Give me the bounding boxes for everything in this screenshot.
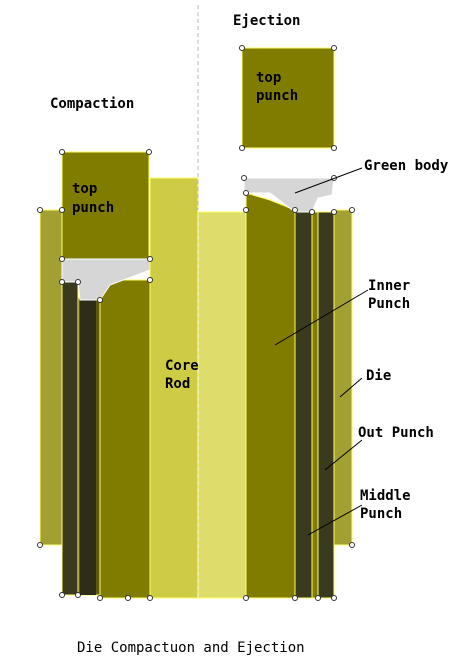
label-middle-punch-1: Middle	[360, 488, 411, 504]
out-punch-right	[317, 211, 335, 599]
core-rod-upper	[149, 177, 199, 599]
label-top-punch-right-2: punch	[256, 88, 298, 104]
top-punch-right	[241, 47, 335, 149]
die-right	[333, 209, 353, 546]
label-compaction: Compaction	[50, 96, 134, 112]
label-top-punch-left-2: punch	[72, 200, 114, 216]
label-middle-punch-2: Punch	[360, 506, 402, 522]
label-inner-punch-1: Inner	[368, 278, 410, 294]
leader-green-body	[294, 167, 363, 194]
core-rod-center	[197, 211, 247, 599]
diagram-caption: Die Compactuon and Ejection	[77, 640, 305, 656]
leader-die	[339, 377, 363, 398]
label-core-rod-1: Core	[165, 358, 199, 374]
out-punch-left	[61, 281, 79, 596]
label-core-rod-2: Rod	[165, 376, 190, 392]
label-out-punch: Out Punch	[358, 425, 434, 441]
die-left-outer	[39, 209, 63, 546]
inner-punch-left	[99, 279, 151, 599]
leader-inner-punch	[274, 289, 369, 346]
leader-out-punch	[324, 439, 363, 471]
middle-punch-right-frame	[311, 211, 319, 599]
inner-punch-right	[245, 192, 296, 599]
label-top-punch-right-1: top	[256, 70, 281, 86]
middle-punch-left-dark	[80, 300, 96, 595]
top-punch-left	[61, 151, 150, 260]
label-inner-punch-2: Punch	[368, 296, 410, 312]
control-points	[37, 45, 355, 601]
label-top-punch-left-1: top	[72, 181, 97, 197]
label-ejection: Ejection	[233, 13, 300, 29]
leader-middle-punch	[307, 504, 363, 536]
label-die: Die	[366, 368, 391, 384]
label-green-body: Green body	[364, 158, 449, 174]
